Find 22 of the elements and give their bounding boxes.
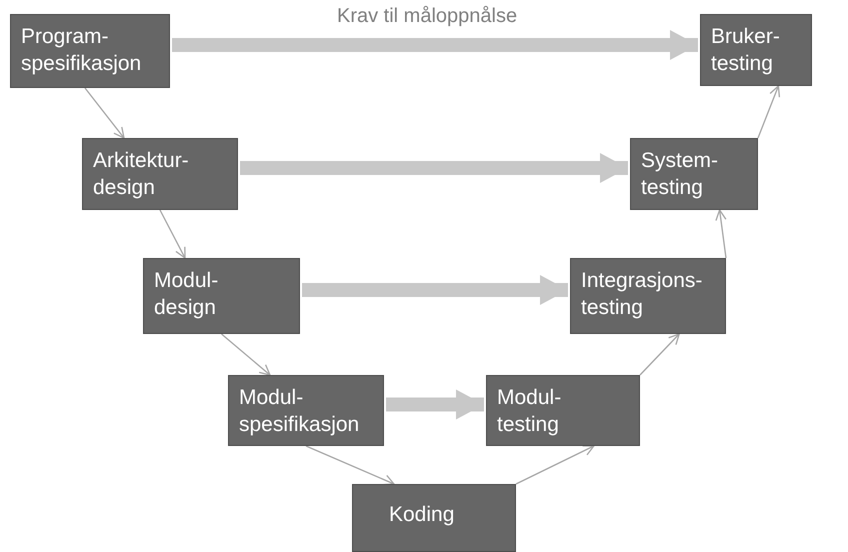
process-box: Integrasjons- testing — [570, 258, 726, 334]
process-box: Modul- testing — [486, 375, 640, 446]
process-box: Program- spesifikasjon — [10, 14, 170, 88]
process-box: Bruker- testing — [700, 14, 812, 86]
arrow — [386, 390, 484, 420]
edge-label: Krav til måloppnålse — [337, 5, 518, 28]
arrow — [640, 333, 680, 376]
process-box: System- testing — [630, 138, 758, 210]
arrow — [240, 153, 628, 183]
arrow — [159, 210, 186, 259]
process-box: Modul- spesifikasjon — [228, 375, 384, 446]
arrow — [84, 88, 125, 139]
arrow — [221, 334, 271, 376]
process-box: Arkitektur- design — [82, 138, 238, 210]
arrow — [715, 209, 727, 258]
arrow — [516, 445, 594, 485]
arrow — [172, 30, 698, 60]
process-box: Modul- design — [143, 258, 300, 334]
arrow — [306, 445, 395, 486]
arrow — [757, 85, 780, 138]
process-box: Koding — [352, 484, 516, 552]
arrow — [302, 275, 568, 305]
